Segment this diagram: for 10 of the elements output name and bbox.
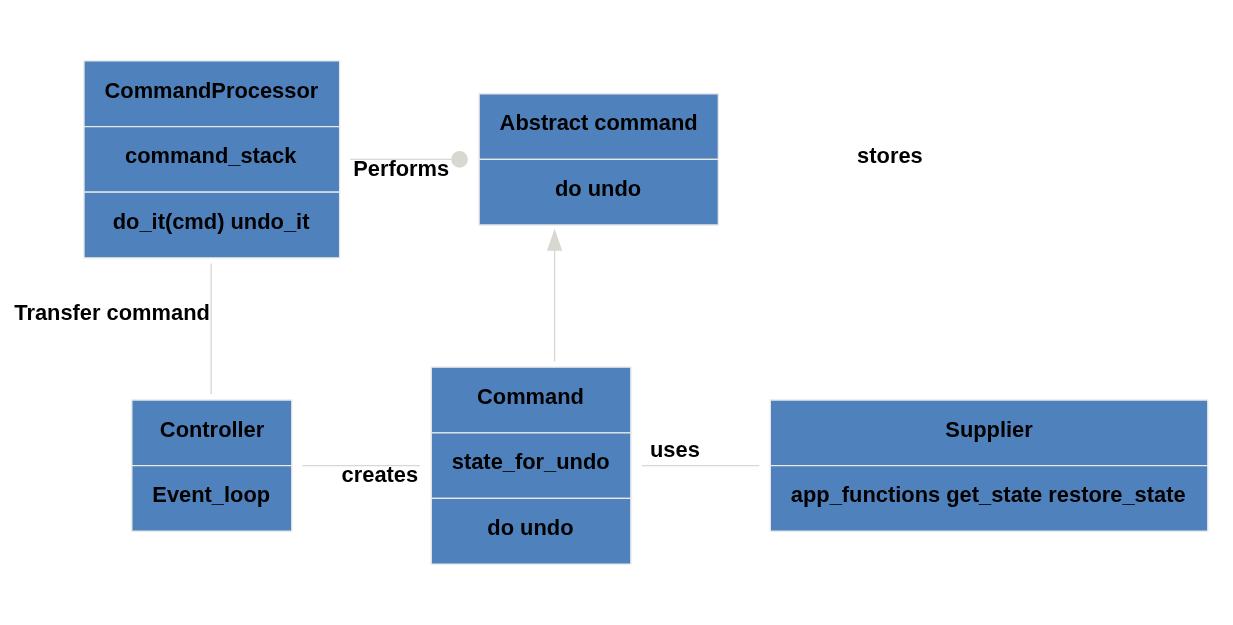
edge-label: uses [650,437,700,463]
connector [210,262,212,395]
label: stores [857,143,923,169]
edge-label: Performs [353,155,450,181]
connector [641,464,760,467]
arrow [546,228,563,363]
edge-label: creates [341,461,419,487]
edge-label: Transfer command [14,300,210,326]
connector [301,464,421,467]
connector [349,151,468,168]
